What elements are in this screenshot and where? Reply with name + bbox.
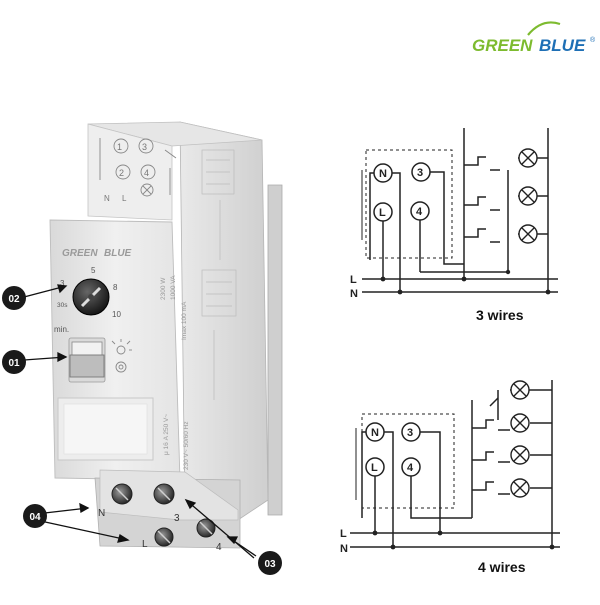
- auto-mode-icon: [115, 361, 127, 373]
- mode-switch[interactable]: [68, 337, 106, 383]
- wiring-diagram-3-wires: [361, 128, 558, 293]
- terminal-screws: [111, 483, 216, 547]
- device-top-label-2: 2: [119, 168, 124, 178]
- wiring-diagram-4-wires: [350, 380, 560, 548]
- 4w-terminal-l: L: [371, 462, 378, 474]
- device-top-label-1: 1: [117, 142, 122, 152]
- dial-label-10: 10: [112, 310, 121, 319]
- 4w-terminal-4: 4: [407, 462, 414, 474]
- callout-03: 03: [258, 551, 282, 575]
- device-top-label-4: 4: [144, 168, 149, 178]
- device-side-ratings: 2300 W 1000 VA Imax 100 mA μ 16 A 250 V~…: [160, 275, 190, 470]
- 3w-terminal-3: 3: [417, 167, 423, 179]
- brand-logo-green: GREEN: [472, 36, 533, 55]
- device-top-label-l: L: [122, 194, 127, 203]
- 4w-caption: 4 wires: [478, 559, 526, 575]
- brand-logo: GREEN BLUE ®: [472, 21, 596, 55]
- device-top-label-n: N: [104, 194, 110, 203]
- device-brand-green: GREEN: [62, 248, 98, 259]
- rating-1: 2300 W: [160, 277, 167, 300]
- light-permanent-icon: [116, 345, 126, 355]
- 4w-line-l: L: [340, 528, 347, 540]
- 4w-terminal-3: 3: [407, 427, 413, 439]
- 3w-line-l: L: [350, 274, 357, 286]
- 3w-junctions: [380, 269, 551, 295]
- dial-label-30s: 30s: [57, 302, 68, 309]
- dial-label-8: 8: [113, 283, 118, 292]
- 3w-terminal-n: N: [379, 168, 387, 180]
- brand-logo-blue: BLUE: [539, 36, 586, 55]
- device-top-diagram: [99, 138, 177, 197]
- callout-04: 04: [23, 504, 47, 528]
- rating-3: Imax 100 mA: [181, 301, 188, 340]
- brand-logo-reg: ®: [590, 36, 596, 44]
- 3w-terminal-l: L: [379, 207, 386, 219]
- device-brand-blue: BLUE: [104, 248, 132, 259]
- mode-switch-lever[interactable]: [69, 354, 105, 378]
- 4w-terminal-n: N: [371, 427, 379, 439]
- terminal-label-4: 4: [216, 542, 222, 553]
- rating-5: 230 V~ 50/60 Hz: [183, 421, 190, 470]
- device-side-diagram: [201, 149, 237, 400]
- callout-lines: [23, 284, 257, 559]
- callout-01: 01: [2, 350, 26, 374]
- 3w-line-n: N: [350, 288, 358, 300]
- callout-02: 02: [2, 286, 26, 310]
- mode-icons: [111, 339, 132, 373]
- 3w-caption: 3 wires: [476, 307, 524, 323]
- dial-label-5: 5: [91, 266, 96, 275]
- 4w-line-n: N: [340, 543, 348, 555]
- device-top-label-3: 3: [142, 142, 147, 152]
- terminal-label-3: 3: [174, 513, 180, 524]
- terminal-label-n: N: [98, 508, 105, 519]
- 4w-junctions: [372, 530, 555, 550]
- dial-label-3: 3: [60, 279, 65, 288]
- callout-01-label: 01: [8, 358, 20, 369]
- callout-03-label: 03: [264, 559, 276, 570]
- 3w-lamps: [518, 148, 538, 244]
- rating-4: μ 16 A 250 V~: [163, 414, 170, 455]
- 3w-terminal-4: 4: [416, 206, 423, 218]
- brand-logo-swoosh: [527, 21, 561, 36]
- callout-02-label: 02: [8, 294, 20, 305]
- callout-04-label: 04: [29, 512, 41, 523]
- device-side-panel: [179, 121, 269, 521]
- dial-min-label: min.: [54, 325, 69, 334]
- rating-2: 1000 VA: [170, 275, 177, 300]
- din-rail-timer-device: 1 3 2 4 N L 2300 W 1000 VA Imax 100 mA μ…: [49, 121, 283, 553]
- 4w-lamps: [510, 380, 530, 498]
- time-dial[interactable]: [72, 278, 110, 316]
- terminal-label-l: L: [142, 539, 148, 550]
